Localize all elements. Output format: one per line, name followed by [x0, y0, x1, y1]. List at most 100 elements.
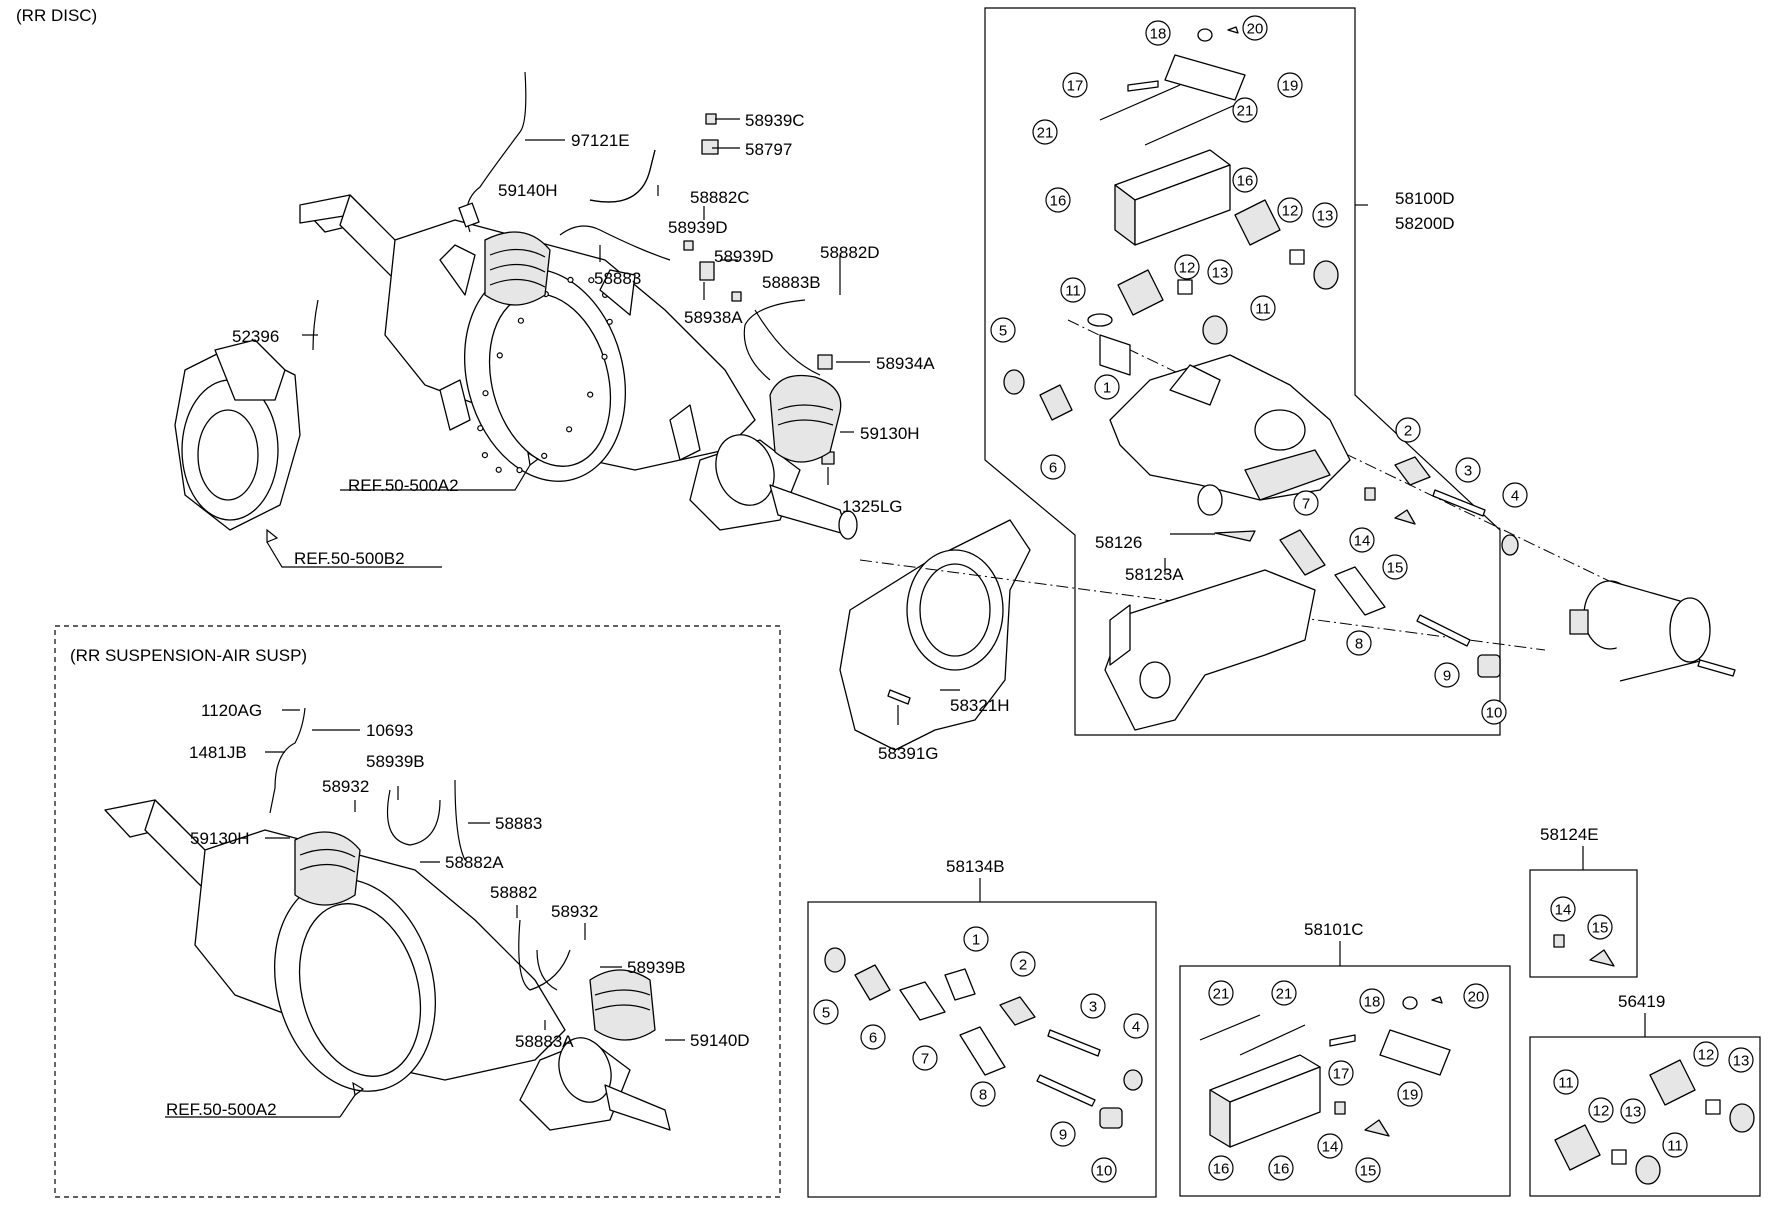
caliper-bracket-58321H	[839, 519, 1031, 751]
label-ref-a2-susp: REF.50-500A2	[166, 1100, 277, 1119]
hose-58883A	[518, 919, 571, 991]
callout-number: 21	[1276, 986, 1293, 1003]
sensor-connector	[458, 202, 480, 228]
air-chamber-59140D-susp	[589, 969, 656, 1041]
label-58883A: 58883A	[515, 1032, 574, 1051]
callout-number: 11	[1255, 301, 1271, 318]
kit-title-56419: 56419	[1618, 992, 1665, 1011]
callout-1: 1	[963, 926, 989, 952]
callout-12: 12	[1588, 1097, 1614, 1123]
callout-number: 13	[1212, 265, 1229, 282]
callout-number: 16	[1213, 1161, 1230, 1178]
callout-number: 21	[1037, 125, 1054, 142]
label-58882D: 58882D	[820, 243, 880, 262]
kit-titles: 58134B 58101C 58124E 56419	[946, 825, 1665, 1037]
callout-16: 16	[1268, 1155, 1294, 1181]
kit-title-58101C: 58101C	[1304, 920, 1364, 939]
callout-number: 10	[1486, 705, 1503, 722]
callout-13: 13	[1728, 1047, 1754, 1073]
callout-number: 17	[1333, 1066, 1350, 1083]
callout-12: 12	[1693, 1041, 1719, 1067]
kit-title-58134B: 58134B	[946, 857, 1005, 876]
callout-16: 16	[1045, 187, 1071, 213]
callout-12: 12	[1174, 254, 1200, 280]
callout-14: 14	[1550, 896, 1576, 922]
callout-number: 13	[1317, 208, 1334, 225]
callout-13: 13	[1620, 1098, 1646, 1124]
label-59130H-susp: 59130H	[190, 829, 250, 848]
kit-58101C-parts	[1199, 996, 1451, 1148]
label-58932-b: 58932	[551, 902, 598, 921]
callout-15: 15	[1355, 1157, 1381, 1183]
breather-52396	[312, 299, 319, 351]
callout-number: 5	[822, 1005, 830, 1022]
label-58883: 58883	[594, 269, 641, 288]
label-58882: 58882	[490, 883, 537, 902]
label-58797: 58797	[745, 140, 792, 159]
kit-box-58134B	[807, 901, 1157, 1198]
callout-number: 9	[1059, 1127, 1067, 1144]
kit-56419-parts	[1554, 1059, 1755, 1185]
label-58321H: 58321H	[950, 696, 1010, 715]
callout-8: 8	[1346, 630, 1372, 656]
kit-box-58101C	[1179, 965, 1511, 1197]
callout-11: 11	[1662, 1132, 1688, 1158]
callout-number: 7	[1302, 496, 1310, 513]
callout-6: 6	[860, 1024, 886, 1050]
callout-number: 6	[869, 1030, 877, 1047]
label-58939B-a: 58939B	[366, 752, 425, 771]
callout-number: 8	[979, 1087, 987, 1104]
label-58939B-b: 58939B	[627, 958, 686, 977]
callout-number: 8	[1355, 636, 1363, 653]
callout-21: 21	[1271, 980, 1297, 1006]
callout-14: 14	[1317, 1133, 1343, 1159]
callout-11: 11	[1553, 1069, 1579, 1095]
callout-number: 11	[1667, 1138, 1683, 1155]
label-58126: 58126	[1095, 533, 1142, 552]
callout-11: 11	[1250, 295, 1276, 321]
label-58883-susp: 58883	[495, 814, 542, 833]
callout-number: 16	[1273, 1161, 1290, 1178]
callout-number: 10	[1096, 1163, 1113, 1180]
label-59140H: 59140H	[498, 181, 558, 200]
hose-58882C	[589, 149, 656, 203]
callout-number: 1	[972, 932, 980, 949]
hose-58882D	[743, 299, 806, 381]
callout-number: 19	[1402, 1087, 1419, 1104]
callout-13: 13	[1207, 259, 1233, 285]
labels-main: 97121E 59140H 58939C 58797 58882C 58939D…	[232, 111, 1455, 763]
callout-number: 11	[1558, 1075, 1574, 1092]
label-59140D: 59140D	[690, 1031, 750, 1050]
axle-housing-susp	[104, 799, 671, 1131]
spring-brake-chamber	[1569, 580, 1736, 682]
callout-10: 10	[1481, 699, 1507, 725]
callout-number: 4	[1511, 488, 1519, 505]
label-58939D-b: 58939D	[714, 247, 774, 266]
callout-3: 3	[1080, 993, 1106, 1019]
callout-number: 1	[1103, 380, 1111, 397]
label-58882A: 58882A	[445, 853, 504, 872]
callout-number: 7	[921, 1051, 929, 1068]
hose-58883-susp	[454, 779, 466, 861]
callout-13: 13	[1312, 202, 1338, 228]
callout-9: 9	[1050, 1121, 1076, 1147]
callout-8: 8	[970, 1081, 996, 1107]
air-chamber-59130H-susp	[294, 831, 361, 906]
callout-19: 19	[1277, 72, 1303, 98]
callout-15: 15	[1587, 914, 1613, 940]
air-susp-box	[54, 625, 781, 1198]
hose-58883B	[754, 309, 821, 376]
callout-21: 21	[1232, 97, 1258, 123]
callout-number: 15	[1592, 920, 1609, 937]
callout-5: 5	[813, 999, 839, 1025]
label-97121E: 97121E	[571, 131, 630, 150]
label-58932-a: 58932	[322, 777, 369, 796]
kit-58134B-parts	[824, 947, 1143, 1129]
hose-58883	[559, 225, 671, 261]
caliper-body	[1109, 354, 1351, 516]
callout-number: 14	[1322, 1139, 1339, 1156]
callout-number: 12	[1593, 1103, 1610, 1120]
leaders-susp	[265, 709, 685, 1041]
callout-number: 21	[1213, 986, 1230, 1003]
